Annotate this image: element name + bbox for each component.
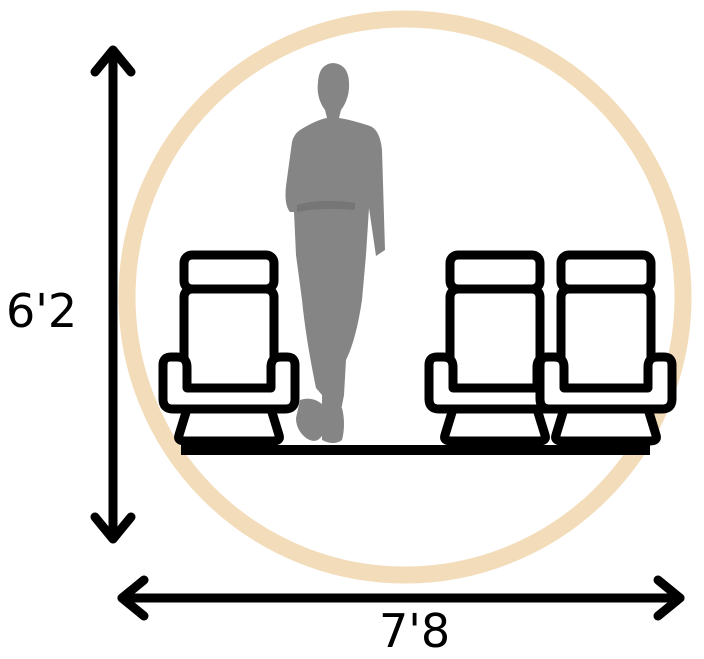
height-dimension-arrow — [90, 45, 136, 544]
width-dimension-arrow — [117, 575, 685, 621]
fuselage-ring — [118, 10, 692, 584]
seat-right-window-icon — [540, 255, 672, 441]
arrow-up-icon — [90, 45, 136, 77]
seat-right-aisle-icon — [429, 255, 561, 441]
seat-left-icon — [163, 255, 295, 441]
standing-person-silhouette-icon — [285, 63, 385, 443]
arrow-right-icon — [653, 575, 685, 621]
arrow-left-icon — [117, 575, 149, 621]
height-dimension-label: 6'2 — [6, 284, 78, 338]
width-dimension-label: 7'8 — [379, 604, 451, 658]
cabin-floor — [181, 445, 650, 455]
arrow-down-icon — [90, 512, 136, 544]
